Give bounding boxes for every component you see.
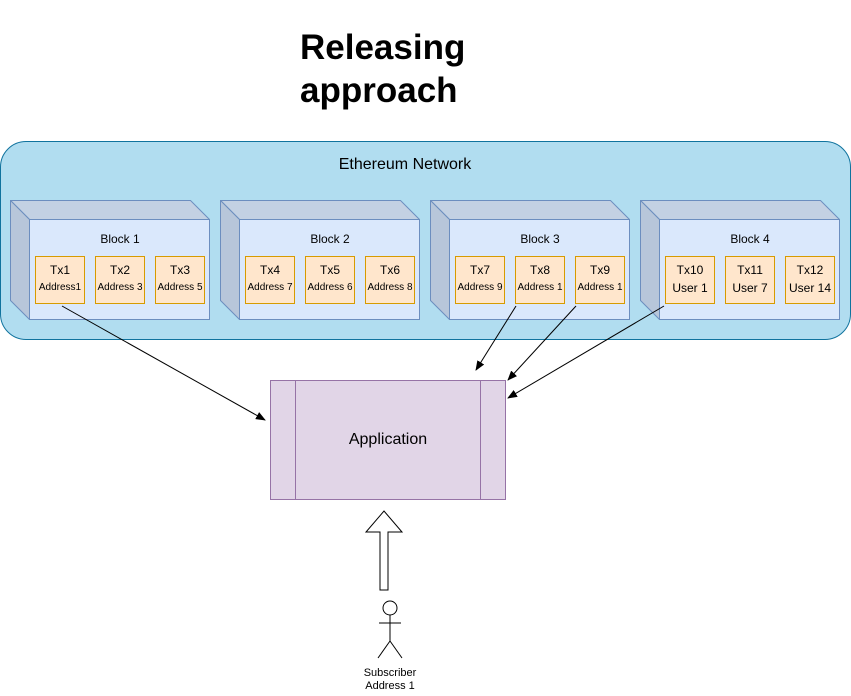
tx-address: Address 8 (367, 282, 413, 293)
tx-id: Tx3 (169, 263, 190, 277)
tx-address: Address1 (38, 282, 82, 293)
title-line-1: Releasing (300, 28, 466, 67)
application-label: Application (348, 431, 428, 448)
tx-id: Tx9 (589, 263, 610, 277)
tx-id: Tx12 (796, 263, 824, 277)
tx-address: Address 9 (457, 282, 503, 293)
tx-address: User 14 (788, 281, 832, 295)
person-icon (377, 600, 403, 659)
block-label: Block 4 (730, 232, 770, 246)
block-label: Block 1 (100, 232, 140, 246)
tx-address: Address 1 (517, 282, 563, 293)
arrow-tx10-to-application (507, 305, 665, 399)
arrow-tx9-to-application (507, 305, 577, 381)
title-line-2: approach (300, 71, 458, 110)
block-label: Block 2 (310, 232, 350, 246)
tx-address: Address 3 (97, 282, 143, 293)
tx-id: Tx8 (529, 263, 550, 277)
tx-id: Tx7 (469, 263, 490, 277)
arrow-tx8-to-application (475, 305, 517, 371)
tx-id: Tx4 (259, 263, 280, 277)
actor-address: Address 1 (365, 680, 415, 692)
tx-id: Tx10 (676, 263, 704, 277)
arrow-tx1-to-application (61, 305, 266, 421)
tx-id: Tx6 (379, 263, 400, 277)
actor-label: Subscriber Address 1 (340, 667, 440, 693)
application-left-bar (295, 381, 296, 499)
application-box: Application (270, 380, 506, 500)
block-label: Block 3 (520, 232, 560, 246)
tx-address: Address 1 (577, 282, 623, 293)
tx-address: Address 7 (247, 282, 293, 293)
tx-address: User 1 (672, 281, 708, 295)
tx-id: Tx5 (319, 263, 340, 277)
tx-address: User 7 (732, 281, 768, 295)
tx-id: Tx11 (737, 263, 763, 277)
network-label: Ethereum Network (338, 156, 472, 173)
tx-id: Tx2 (109, 263, 130, 277)
application-right-bar (480, 381, 481, 499)
tx-address: Address 5 (157, 282, 203, 293)
block-arrow-up (364, 510, 404, 591)
tx-address: Address 6 (307, 282, 353, 293)
tx-id: Tx1 (49, 263, 70, 277)
diagram-title: Releasing approach (300, 26, 500, 112)
actor-role: Subscriber (363, 667, 417, 679)
